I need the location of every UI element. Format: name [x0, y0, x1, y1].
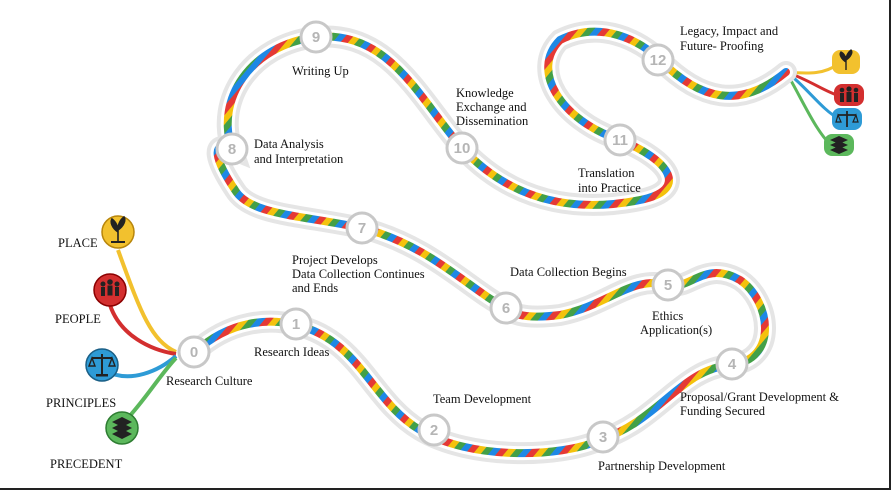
stage-6-marker: 6	[489, 291, 523, 325]
stage-7-label-line3: and Ends	[292, 281, 338, 295]
stage-0-number: 0	[190, 344, 198, 361]
stage-4-label-line2: Funding Secured	[680, 404, 766, 418]
stage-11-marker: 11	[603, 123, 637, 157]
stage-11-label-line1: Translation	[578, 166, 635, 180]
stage-3-marker: 3	[586, 420, 620, 454]
stage-7-marker: 7	[345, 211, 379, 245]
stage-10-label-line3: Dissemination	[456, 114, 529, 128]
frame-border-bottom	[0, 488, 891, 490]
stage-10-label-line2: Exchange and	[456, 100, 527, 114]
people-group-icon	[93, 273, 127, 307]
stage-6-label: Data Collection Begins	[510, 265, 627, 279]
pillar-labels: PLACE PEOPLE PRINCIPLES PRECEDENT	[46, 236, 123, 471]
stage-2-label: Team Development	[433, 392, 532, 406]
stage-markers: 0 1 2 3 4 5 6 7 8 9 10 11 12	[177, 20, 749, 454]
stage-8-label-line2: and Interpretation	[254, 152, 344, 166]
stage-0-marker: 0	[177, 335, 211, 369]
stage-1-number: 1	[292, 316, 300, 333]
stage-5-number: 5	[664, 277, 672, 294]
stage-8-label-line1: Data Analysis	[254, 137, 324, 151]
stage-7-label-line1: Project Develops	[292, 253, 378, 267]
precedent-strand	[124, 356, 178, 422]
stage-12-number: 12	[650, 52, 667, 69]
stage-2-number: 2	[430, 422, 438, 439]
legacy-sapling-icon	[832, 49, 860, 74]
stage-5-marker: 5	[651, 268, 685, 302]
pillar-precedent-label: PRECEDENT	[50, 457, 123, 471]
stage-5-label-line2: Application(s)	[640, 323, 712, 337]
stage-12-label-line1: Legacy, Impact and	[680, 24, 779, 38]
place-strand	[116, 249, 177, 354]
stage-11-number: 11	[612, 132, 628, 149]
stage-0-label: Research Culture	[166, 374, 253, 388]
stage-5-label-line1: Ethics	[652, 309, 683, 323]
stage-10-marker: 10	[445, 131, 479, 165]
stage-12-label-line2: Future- Proofing	[680, 39, 764, 53]
book-stack-icon	[105, 411, 139, 445]
legacy-people-icon	[834, 84, 864, 106]
stage-1-label: Research Ideas	[254, 345, 329, 359]
pillar-icons	[85, 215, 139, 445]
stage-9-number: 9	[312, 29, 320, 46]
stage-10-number: 10	[454, 140, 471, 157]
stage-12-marker: 12	[641, 43, 675, 77]
sapling-icon	[101, 215, 135, 249]
stage-4-label-line1: Proposal/Grant Development &	[680, 390, 839, 404]
people-strand	[108, 304, 177, 356]
frame-border-right	[889, 0, 891, 490]
stage-3-label: Partnership Development	[598, 459, 726, 473]
stage-10-label-line1: Knowledge	[456, 86, 514, 100]
stage-9-label: Writing Up	[292, 64, 349, 78]
stage-3-number: 3	[599, 429, 607, 446]
stage-labels: Research Culture Research Ideas Team Dev…	[166, 24, 839, 473]
pillar-principles-label: PRINCIPLES	[46, 396, 116, 410]
stage-6-number: 6	[502, 300, 510, 317]
scales-icon	[85, 348, 119, 382]
stage-4-number: 4	[728, 356, 737, 373]
pillar-people-label: PEOPLE	[55, 312, 101, 326]
stage-11-label-line2: into Practice	[578, 181, 641, 195]
stage-7-label-line2: Data Collection Continues	[292, 267, 425, 281]
stage-8-marker: 8	[215, 132, 249, 166]
pillar-place-label: PLACE	[58, 236, 98, 250]
legacy-scales-icon	[832, 108, 862, 130]
stage-9-marker: 9	[299, 20, 333, 54]
legacy-book-stack-icon	[824, 134, 854, 156]
stage-7-number: 7	[358, 220, 366, 237]
stage-4-marker: 4	[715, 347, 749, 381]
stage-2-marker: 2	[417, 413, 451, 447]
stage-1-marker: 1	[279, 307, 313, 341]
legacy-icons	[824, 49, 864, 156]
stage-8-number: 8	[228, 141, 236, 158]
